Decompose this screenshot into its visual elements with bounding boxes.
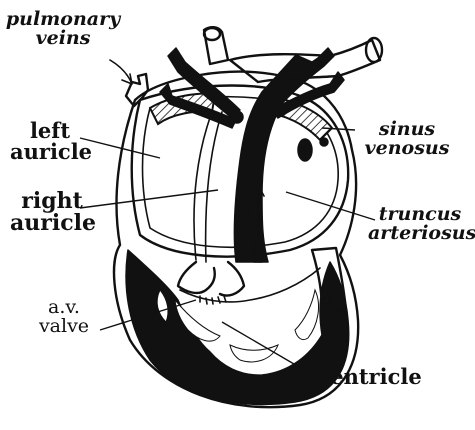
auricular-septum [194, 112, 222, 262]
label-left-auricle: left auricle [10, 120, 90, 162]
dot-sinus [298, 139, 312, 161]
label-ventricle-line1: ventricle [318, 366, 458, 387]
label-truncus-arteriosus: truncus arteriosus [368, 205, 472, 243]
ventricle-trabeculae-3 [295, 290, 319, 340]
label-truncus-arteriosus-line2: arteriosus [368, 224, 472, 243]
ventricle-cavity [180, 268, 320, 302]
dot-right [320, 138, 328, 146]
label-right-auricle: right auricle [10, 190, 94, 234]
label-pulmonary-veins-line2: veins [4, 29, 122, 48]
leader-right-auricle [80, 190, 218, 208]
label-left-auricle-line1: left [10, 120, 90, 141]
av-valve-flap [178, 262, 215, 293]
label-sinus-venosus-line2: venosus [352, 139, 462, 158]
label-left-auricle-line2: auricle [10, 141, 90, 162]
label-av-valve: a.v. valve [28, 298, 100, 336]
label-right-auricle-line1: right [10, 190, 94, 212]
label-ventricle: ventricle [318, 366, 458, 387]
sinus-vessel-top-end [366, 38, 382, 62]
label-sinus-venosus: sinus venosus [352, 120, 462, 158]
label-right-auricle-line2: auricle [10, 212, 94, 234]
dot-center [231, 111, 243, 123]
av-valve-flap-2 [220, 262, 244, 296]
label-pulmonary-veins: pulmonary veins [4, 10, 122, 48]
leader-truncus [286, 192, 375, 220]
av-valve-fringe [200, 296, 226, 304]
vessel-top-left-end [204, 28, 220, 40]
vessel-top-left [204, 27, 228, 64]
ventricle-trabeculae-2 [230, 345, 278, 362]
pulmonary-arrow [110, 60, 132, 84]
label-av-valve-line2: valve [28, 317, 100, 336]
